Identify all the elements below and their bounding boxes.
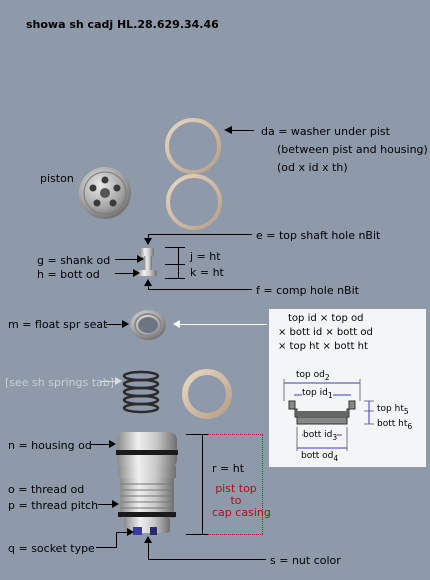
label-s: s = nut color — [270, 554, 341, 567]
leader-e-vertical — [148, 234, 149, 240]
dim-r-top — [186, 434, 208, 435]
label-piston: piston — [40, 172, 74, 185]
label-o: o = thread od — [8, 483, 85, 496]
label-g: g = shank od — [37, 254, 111, 267]
label-n: n = housing od — [8, 439, 92, 452]
dim-r-bottom — [186, 534, 208, 535]
panel-cross-section — [283, 379, 374, 451]
dim-j-top — [165, 247, 185, 248]
leader-da — [232, 130, 254, 131]
panel-bott-id-label: bott id3 — [303, 429, 338, 444]
arrow-head-m-panel — [173, 320, 180, 328]
arrow-head-m — [122, 320, 129, 328]
leader-h — [115, 273, 133, 274]
panel-top-od-label: top od2 — [296, 370, 330, 382]
leader-n — [90, 444, 110, 445]
label-f: f = comp hole nBit — [256, 284, 359, 297]
leader-s-vertical — [148, 542, 149, 560]
arrow-head-g — [137, 255, 144, 263]
spring-washer-part — [182, 369, 232, 419]
panel-top-id-label: top id1 — [302, 387, 333, 402]
arrow-head-n — [109, 440, 116, 448]
washer-da-second — [166, 174, 222, 230]
label-q: q = socket type — [8, 542, 95, 555]
label-j: j = ht — [190, 250, 221, 263]
float-spring-seat-panel: top id × top od × bott id × bott od × to… — [269, 309, 426, 467]
arrow-head-q — [127, 528, 134, 536]
dim-k-bottom — [165, 278, 185, 279]
arrow-head-h — [133, 269, 140, 277]
label-p: p = thread pitch — [8, 499, 99, 512]
label-pist-top-to: to — [230, 494, 242, 507]
leader-m-to-panel — [179, 324, 267, 325]
dotted-pist-top-bottom — [208, 534, 263, 535]
panel-top-ht-label: top ht5 — [377, 404, 409, 416]
leader-m — [106, 324, 123, 325]
dim-jk-vertical — [178, 247, 179, 278]
label-da-washer: da = washer under pist — [261, 125, 390, 138]
label-pist-top: pist top — [215, 482, 257, 495]
dim-jk-mid — [165, 264, 185, 265]
float-spring-seat-part — [130, 310, 166, 340]
arrow-head-e — [144, 238, 152, 245]
leader-q-vertical — [116, 532, 117, 548]
panel-bott-ht-label: bott ht6 — [377, 419, 413, 431]
arrow-head-da — [224, 126, 232, 134]
leader-q-top — [116, 532, 128, 533]
arrow-head-s — [144, 536, 152, 543]
label-r: r = ht — [212, 462, 245, 475]
panel-line1: top id × top od — [288, 313, 364, 324]
panel-bott-od-label: bott od4 — [301, 451, 339, 463]
label-h: h = bott od — [37, 268, 100, 281]
washer-da-top — [165, 118, 221, 174]
leader-f-vertical — [148, 284, 149, 290]
leader-q-horizontal — [96, 547, 116, 548]
leader-e-horizontal — [148, 234, 252, 235]
label-k: k = ht — [190, 266, 224, 279]
arrow-head-op — [112, 500, 119, 508]
panel-line3: × top ht × bott ht — [278, 341, 368, 352]
label-sh-springs: [see sh springs tab] — [5, 376, 115, 389]
dotted-pist-top-horizontal — [208, 434, 263, 435]
leader-sh-springs — [100, 381, 116, 382]
housing-part — [116, 432, 178, 535]
label-m: m = float spr seat — [8, 318, 108, 331]
label-da-washer-line3: (od x id x th) — [277, 161, 348, 174]
dim-r-vertical — [202, 434, 203, 534]
arrow-head-f — [144, 279, 152, 286]
label-cap-casing: cap casing — [212, 506, 271, 519]
label-da-washer-line2: (between pist and housing) — [277, 143, 428, 156]
page-title: showa sh cadj HL.28.629.34.46 — [26, 18, 219, 31]
spring-part — [122, 370, 160, 414]
panel-line2: × bott id × bott od — [278, 327, 373, 338]
label-e: e = top shaft hole nBit — [256, 229, 381, 242]
arrow-head-sh-springs — [115, 377, 122, 385]
leader-s-horizontal — [148, 559, 266, 560]
leader-f-horizontal — [148, 289, 252, 290]
dotted-pist-top-vertical — [262, 434, 263, 534]
leader-op — [98, 504, 113, 505]
piston-part — [79, 167, 131, 219]
bolt-part — [137, 248, 157, 276]
leader-g — [115, 259, 137, 260]
